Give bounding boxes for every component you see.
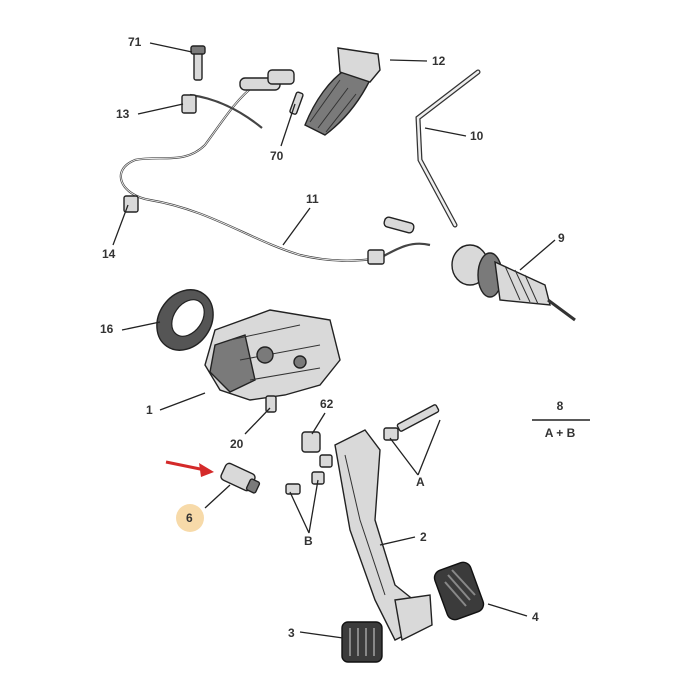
- label-6: 6: [186, 511, 193, 525]
- legend-top: 8: [557, 399, 564, 413]
- label-1: 1: [146, 403, 153, 417]
- label-9: 9: [558, 231, 565, 245]
- label-16: 16: [100, 322, 114, 336]
- pedal-pad-4: [433, 561, 485, 621]
- part-labels: 71 12 13 70 10 11 14 9 16 1 62 20 A 6 B …: [100, 35, 565, 640]
- bolts-b: [285, 454, 333, 495]
- rod-10: [415, 69, 481, 228]
- legend-bottom: A + B: [545, 426, 576, 440]
- label-3: 3: [288, 626, 295, 640]
- legend-group: 8 A + B: [532, 399, 590, 440]
- pedal-bracket-1: [204, 309, 341, 401]
- clip-62: [301, 431, 321, 453]
- master-cylinder-9: [451, 244, 576, 322]
- leader-lines: [112, 42, 556, 639]
- bolt-20: [265, 395, 277, 413]
- bolt-70: [289, 91, 304, 115]
- label-12: 12: [432, 54, 446, 68]
- label-14: 14: [102, 247, 116, 261]
- sensor-6: [220, 462, 261, 494]
- pedal-pad-3: [341, 621, 383, 663]
- cable-assembly: [119, 69, 431, 265]
- part-6-highlight: [176, 504, 204, 532]
- label-70: 70: [270, 149, 284, 163]
- bolt-71: [190, 45, 206, 81]
- label-a: A: [416, 475, 425, 489]
- label-62: 62: [320, 397, 334, 411]
- label-b: B: [304, 534, 313, 548]
- seal-ring-16: [156, 289, 214, 351]
- label-11: 11: [306, 192, 319, 206]
- bolts-a: [383, 404, 440, 441]
- red-arrow-indicator: [165, 460, 214, 477]
- label-4: 4: [532, 610, 539, 624]
- label-10: 10: [470, 129, 484, 143]
- label-20: 20: [230, 437, 244, 451]
- label-71: 71: [128, 35, 142, 49]
- label-13: 13: [116, 107, 130, 121]
- pedal-arm-2: [334, 429, 433, 642]
- label-2: 2: [420, 530, 427, 544]
- handle-12: [304, 47, 381, 136]
